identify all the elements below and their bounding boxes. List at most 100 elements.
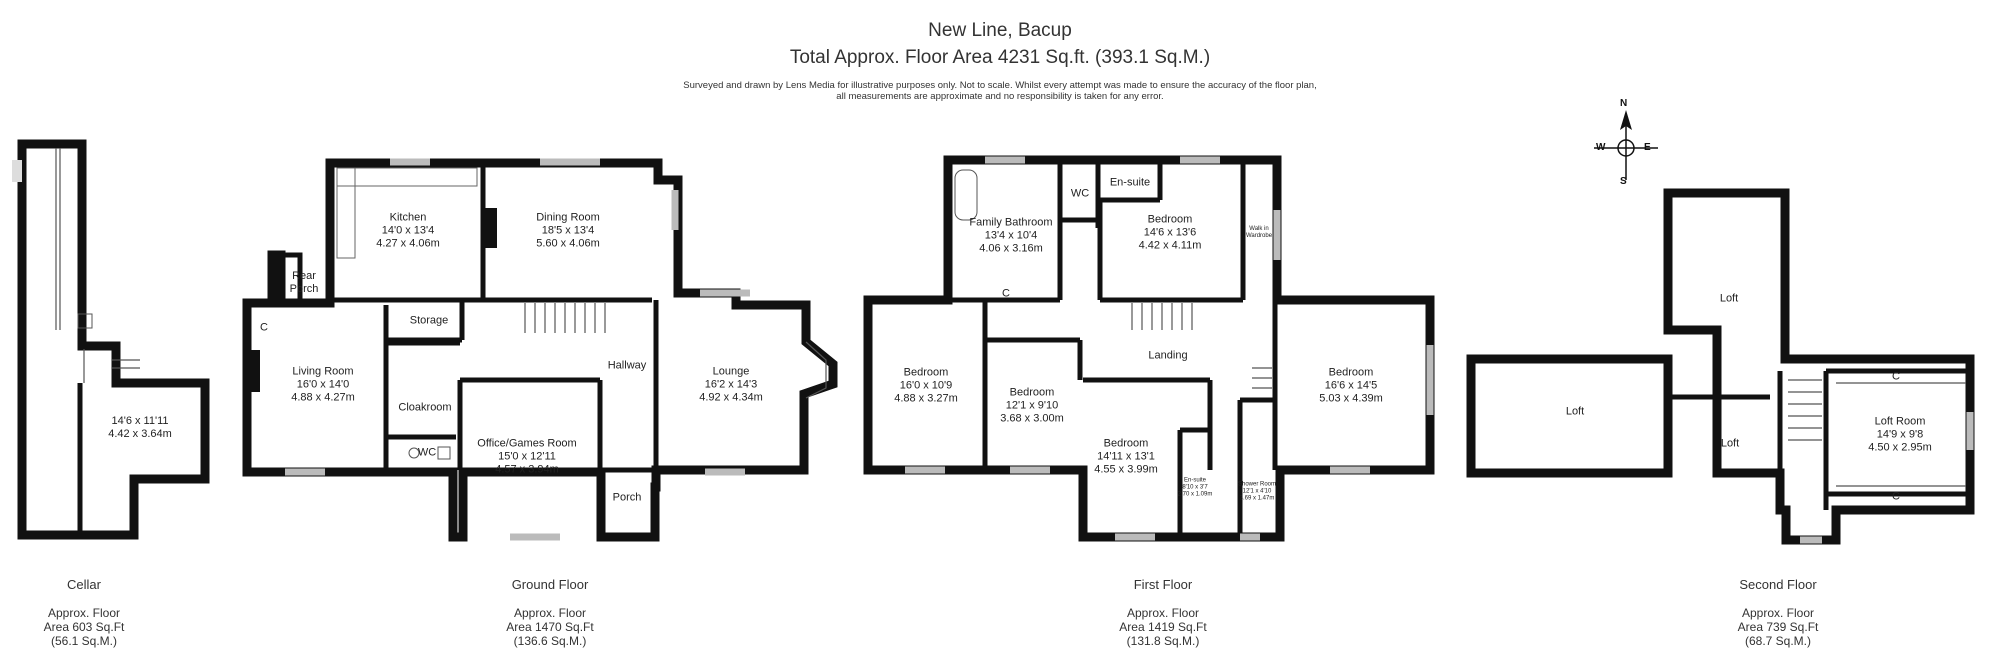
first-area-label: Approx. Floor <box>1126 606 1200 620</box>
living-dim-imperial: 16'0 x 14'0 <box>296 378 350 391</box>
first-floor-plan <box>863 155 1435 542</box>
property-title: New Line, Bacup <box>928 20 1072 41</box>
dining-dim-metric: 5.60 x 4.06m <box>536 237 600 250</box>
main-bedroom-dim-metric: 4.42 x 4.11m <box>1138 239 1202 252</box>
office-dim-imperial: 15'0 x 12'11 <box>498 450 556 463</box>
disclaimer: Surveyed and drawn by Lens Media for ill… <box>0 80 2000 102</box>
bedroom-left-label: Bedroom 16'0 x 10'9 4.88 x 3.27m <box>894 367 958 406</box>
rear-porch-label: Rear Porch <box>290 270 319 296</box>
second-floor-name: Second Floor <box>1739 577 1817 592</box>
total-area: Total Approx. Floor Area 4231 Sq.ft. (39… <box>789 47 1211 68</box>
loft-cupboard-bottom-label: C <box>1892 490 1900 503</box>
cellar-dim-metric: 4.42 x 3.64m <box>108 428 172 440</box>
cellar-caption: Cellar Approx. Floor Area 603 Sq.Ft (56.… <box>43 577 125 649</box>
ground-area-sqft: Area 1470 Sq.Ft <box>506 620 594 634</box>
hallway-label: Hallway <box>607 359 647 372</box>
cellar-room-label: 14'6 x 11'11 4.42 x 3.64m <box>108 415 172 441</box>
loft-room-name: Loft Room <box>1874 415 1926 428</box>
compass-rose <box>1594 110 1658 180</box>
living-name: Living Room <box>292 365 354 378</box>
shower-room-label: Shower Room 12'1 x 4'10 3.69 x 1.47m <box>1238 482 1276 503</box>
compass-north-label: N <box>1620 98 1628 109</box>
disclaimer-line-1: Surveyed and drawn by Lens Media for ill… <box>683 80 1317 91</box>
ground-floor-caption: Ground Floor Approx. Floor Area 1470 Sq.… <box>506 577 594 649</box>
bedroom-mid-dim-metric: 3.68 x 3.00m <box>1000 412 1064 425</box>
office-dim-metric: 4.57 x 3.94m <box>495 463 559 476</box>
porch-label: Porch <box>612 491 642 504</box>
main-bedroom-dim-imperial: 14'6 x 13'6 <box>1143 226 1197 239</box>
cellar-area-label: Approx. Floor <box>47 606 121 620</box>
first-floor-name: First Floor <box>1133 577 1193 592</box>
storage-label: Storage <box>409 314 449 327</box>
bedroom-mid-dim-imperial: 12'1 x 9'10 <box>1005 399 1059 412</box>
bedroom-lower-dim-imperial: 14'11 x 13'1 <box>1097 450 1155 463</box>
family-bathroom-dim-imperial: 13'4 x 10'4 <box>984 229 1038 242</box>
first-area-sqft: Area 1419 Sq.Ft <box>1119 620 1207 634</box>
first-floor-caption: First Floor Approx. Floor Area 1419 Sq.F… <box>1119 577 1207 649</box>
loft-top-label: Loft <box>1719 292 1739 305</box>
family-bathroom-label: Family Bathroom 13'4 x 10'4 4.06 x 3.16m <box>969 217 1052 256</box>
lounge-dim-metric: 4.92 x 4.34m <box>699 391 763 404</box>
kitchen-dim-imperial: 14'0 x 13'4 <box>381 224 435 237</box>
cellar-name: Cellar <box>67 577 101 592</box>
cellar-dim-imperial: 14'6 x 11'11 <box>111 415 169 427</box>
disclaimer-line-2: all measurements are approximate and no … <box>836 91 1164 102</box>
loft-cupboard-top-label: C <box>1892 370 1900 383</box>
title-block: New Line, Bacup Total Approx. Floor Area… <box>0 18 2000 102</box>
ensuite2-dim-metric: 2.70 x 1.09m <box>1177 491 1213 498</box>
ensuite-label: En-suite <box>1109 176 1151 189</box>
main-bedroom-name: Bedroom <box>1147 213 1193 226</box>
ground-floor-name: Ground Floor <box>511 577 589 592</box>
office-label: Office/Games Room 15'0 x 12'11 4.57 x 3.… <box>477 438 576 477</box>
loft-room-dim-metric: 4.50 x 2.95m <box>1868 441 1932 454</box>
shower-room-dim-imperial: 12'1 x 4'10 <box>1242 488 1272 495</box>
family-bathroom-dim-metric: 4.06 x 3.16m <box>979 242 1043 255</box>
loft-mid-label: Loft <box>1720 437 1740 450</box>
bedroom-mid-label: Bedroom 12'1 x 9'10 3.68 x 3.00m <box>1000 387 1064 426</box>
dining-room-label: Dining Room 18'5 x 13'4 5.60 x 4.06m <box>536 212 600 251</box>
ensuite2-label: En-suite 8'10 x 3'7 2.70 x 1.09m <box>1178 478 1213 499</box>
bedroom-right-dim-metric: 5.03 x 4.39m <box>1319 392 1383 405</box>
walk-in-wardrobe-label: Walk in Wardrobe <box>1246 226 1272 240</box>
second-floor-caption: Second Floor Approx. Floor Area 739 Sq.F… <box>1738 577 1819 649</box>
second-area-sqm: (68.7 Sq.M.) <box>1744 634 1812 648</box>
main-bedroom-label: Bedroom 14'6 x 13'6 4.42 x 4.11m <box>1139 214 1202 253</box>
cloakroom-label: Cloakroom <box>398 401 452 414</box>
walk-in-line-2: Wardrobe <box>1245 233 1273 239</box>
ground-area-label: Approx. Floor <box>513 606 587 620</box>
compass-south-label: S <box>1620 176 1627 187</box>
bedroom-left-dim-imperial: 16'0 x 10'9 <box>899 379 953 392</box>
rear-porch-line-2: Porch <box>289 283 319 295</box>
family-bathroom-name: Family Bathroom <box>969 216 1053 229</box>
loft-room-label: Loft Room 14'9 x 9'8 4.50 x 2.95m <box>1868 416 1932 455</box>
lounge-name: Lounge <box>712 365 750 378</box>
cellar-area-sqm: (56.1 Sq.M.) <box>50 634 118 648</box>
first-cupboard-label: C <box>1002 287 1010 300</box>
second-floor-plan <box>1466 188 1975 545</box>
cellar-plan <box>12 139 210 540</box>
ensuite2-dim-imperial: 8'10 x 3'7 <box>1182 484 1208 491</box>
first-area-sqm: (131.8 Sq.M.) <box>1126 634 1200 648</box>
lounge-label: Lounge 16'2 x 14'3 4.92 x 4.34m <box>699 366 763 405</box>
cellar-area-sqft: Area 603 Sq.Ft <box>43 620 125 634</box>
walk-in-line-1: Walk in <box>1249 226 1269 232</box>
dining-name: Dining Room <box>536 211 600 224</box>
bedroom-left-name: Bedroom <box>903 366 949 379</box>
loft-left-label: Loft <box>1565 405 1585 418</box>
dining-dim-imperial: 18'5 x 13'4 <box>541 224 595 237</box>
office-name: Office/Games Room <box>477 437 577 450</box>
living-room-label: Living Room 16'0 x 14'0 4.88 x 4.27m <box>291 366 355 405</box>
ground-wc-label: WC <box>417 446 437 459</box>
bedroom-left-dim-metric: 4.88 x 3.27m <box>894 392 958 405</box>
kitchen-dim-metric: 4.27 x 4.06m <box>376 237 440 250</box>
shower-room-dim-metric: 3.69 x 1.47m <box>1239 495 1275 502</box>
bedroom-right-name: Bedroom <box>1328 366 1374 379</box>
compass-west-label: W <box>1596 142 1606 153</box>
kitchen-name: Kitchen <box>389 211 427 224</box>
ground-floor-plan <box>242 158 838 542</box>
rear-porch-line-1: Rear <box>292 270 316 282</box>
ensuite2-name: En-suite <box>1183 477 1206 484</box>
bedroom-lower-dim-metric: 4.55 x 3.99m <box>1094 463 1158 476</box>
living-dim-metric: 4.88 x 4.27m <box>291 391 355 404</box>
